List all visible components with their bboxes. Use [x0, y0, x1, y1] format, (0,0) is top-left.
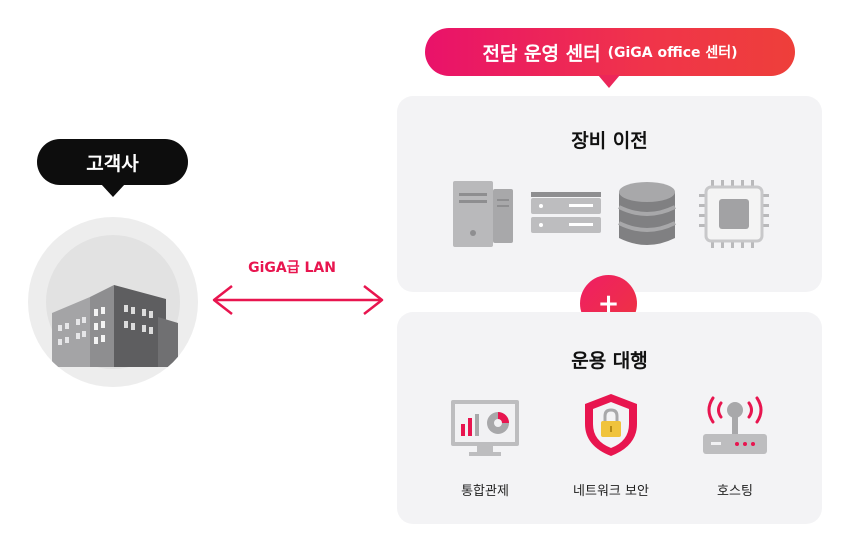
customer-label: 고객사 [37, 139, 188, 197]
monitoring-dashboard-icon [451, 400, 519, 456]
lan-link-label: GiGA급 LAN [248, 260, 336, 276]
operations-item-label: 네트워크 보안 [573, 484, 649, 499]
operation-center-subtitle: (GiGA office 센터) [607, 45, 738, 61]
equipment-relocation-panel: 장비 이전 [397, 96, 822, 292]
operation-center-pointer [598, 75, 620, 88]
operations-item-label: 통합관제 [461, 484, 509, 499]
security-shield-lock-icon [585, 394, 637, 456]
equipment-relocation-title: 장비 이전 [571, 130, 648, 152]
customer-label-text: 고객사 [86, 152, 139, 175]
operation-center-label: 전담 운영 센터 (GiGA office 센터) [425, 28, 795, 88]
bidirectional-arrow-icon [212, 285, 384, 315]
operation-center-title: 전담 운영 센터 [482, 42, 601, 65]
customer-building-badge [28, 217, 198, 387]
customer-label-pointer [101, 184, 125, 197]
database-icon [618, 182, 676, 245]
operations-agency-title: 운용 대행 [571, 350, 648, 372]
wireless-router-icon [703, 396, 767, 454]
rack-server-icon [531, 192, 601, 233]
operations-item-label: 호스팅 [717, 484, 753, 499]
operations-agency-panel: 운용 대행 통합관제 네트워크 보안 호스팅 [397, 312, 822, 524]
server-tower-icon [453, 181, 513, 247]
cpu-chip-icon [699, 180, 769, 248]
building-icon [52, 285, 178, 367]
